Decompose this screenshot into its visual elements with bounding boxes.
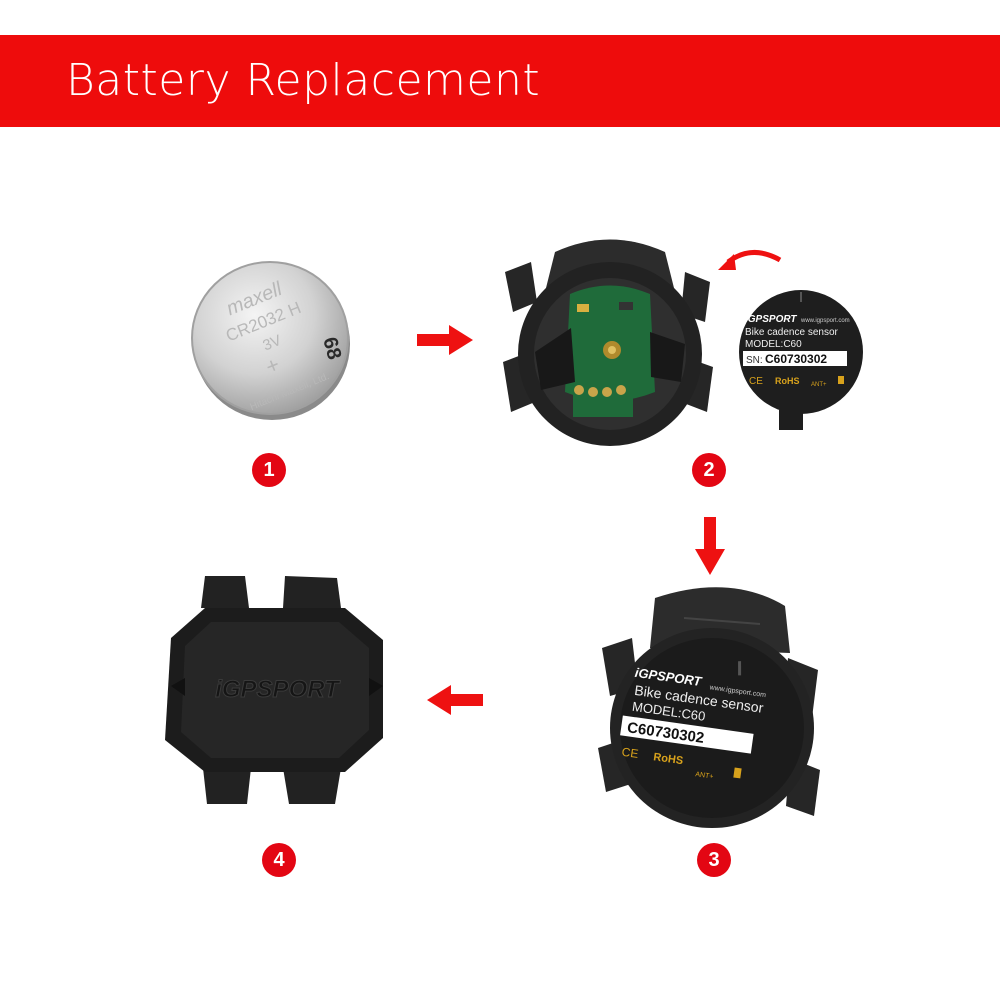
sensor-ce: CE <box>621 745 639 761</box>
cover-ce: CE <box>749 376 763 387</box>
arrow-right-icon <box>417 325 473 355</box>
cover-brand: iGPSPORT <box>745 314 797 325</box>
sensor-pod: iGPSPORT <box>165 576 383 804</box>
step-badge-1: 1 <box>252 453 286 487</box>
sensor-cover: iGPSPORT www.igpsport.com Bike cadence s… <box>739 290 863 430</box>
sensor-ant: ANT+ <box>695 771 714 780</box>
open-sensor-housing <box>503 239 713 446</box>
arrow-down-icon <box>695 517 725 575</box>
cover-sn: C60730302 <box>765 352 827 366</box>
step-badge-2: 2 <box>692 453 726 487</box>
cover-model: MODEL:C60 <box>745 339 802 350</box>
recycle-bin-icon <box>733 767 742 779</box>
step-badge-4: 4 <box>262 843 296 877</box>
coin-battery: maxell CR2032 H 3V + Hitachi Maxell, Ltd… <box>191 261 350 420</box>
recycle-bin-icon <box>838 376 844 384</box>
step-badge-3: 3 <box>697 843 731 877</box>
sensor-rohs: RoHS <box>653 751 684 767</box>
title-banner: Battery Replacement <box>0 35 1000 127</box>
curved-arrow-icon <box>718 250 782 270</box>
cover-website: www.igpsport.com <box>800 318 850 324</box>
battery-voltage: 3V <box>260 332 283 355</box>
cover-product: Bike cadence sensor <box>745 327 839 338</box>
arrow-left-icon <box>427 685 483 715</box>
page-title: Battery Replacement <box>66 55 541 106</box>
closed-sensor: iGPSPORT www.igpsport.com Bike cadence s… <box>598 587 820 828</box>
cover-ant: ANT+ <box>811 382 827 388</box>
pod-logo: iGPSPORT <box>215 676 341 703</box>
cover-sn-prefix: SN: <box>746 355 763 366</box>
cover-rohs: RoHS <box>775 376 800 386</box>
